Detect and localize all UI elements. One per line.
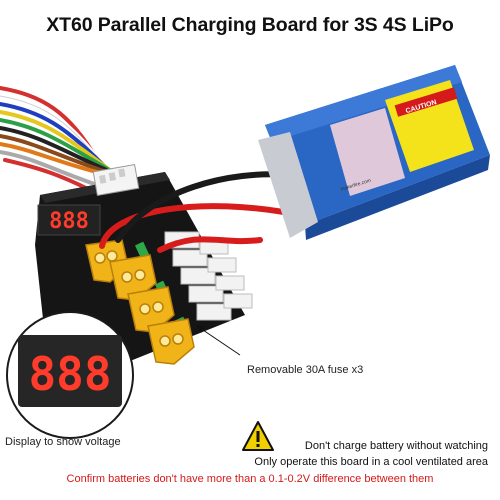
xt60-connectors — [85, 239, 195, 365]
warning-line-3: Confirm batteries don't have more than a… — [66, 473, 434, 485]
xt60-connector — [147, 318, 195, 365]
zoom-readout: 888 — [28, 347, 111, 401]
battery-leads — [99, 171, 303, 253]
board-display: 888 — [37, 204, 101, 236]
display-caption: Display to show voltage — [5, 436, 121, 448]
page-title: XT60 Parallel Charging Board for 3S 4S L… — [46, 14, 454, 36]
lipo-battery: CAUTION makerfire.com — [258, 65, 490, 240]
balance-connector — [92, 163, 140, 197]
svg-text:888: 888 — [49, 209, 89, 234]
balance-wires — [0, 86, 130, 192]
warning-line-1: Don't charge battery without watching — [304, 440, 488, 452]
display-zoom-inset: 888 — [6, 311, 134, 439]
warning-icon — [242, 421, 274, 451]
warning-line-2: Only operate this board in a cool ventil… — [254, 456, 488, 468]
fuse-caption: Removable 30A fuse x3 — [247, 364, 364, 376]
balance-ports — [164, 231, 253, 321]
fuse-arrow — [196, 325, 241, 356]
xt60-connector — [109, 254, 157, 301]
xt60-connector — [127, 286, 175, 333]
